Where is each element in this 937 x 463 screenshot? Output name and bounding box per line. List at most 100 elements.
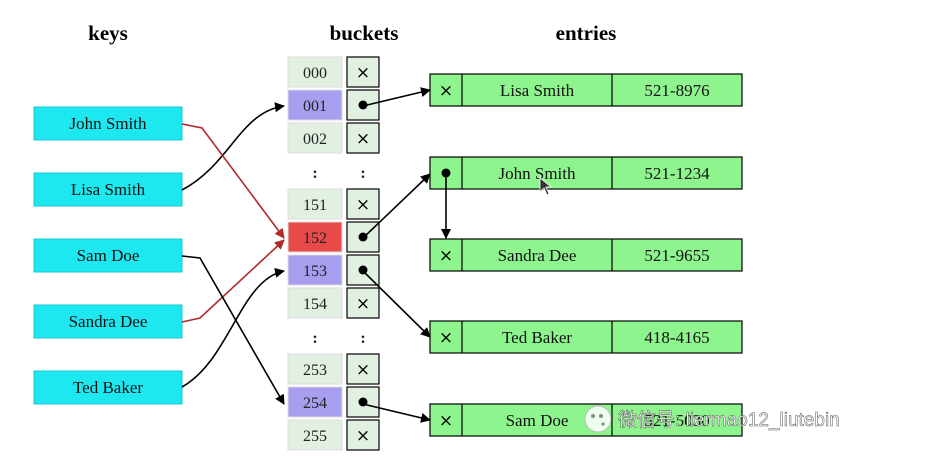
arrow-153-to-ted-baker — [362, 270, 431, 338]
entry-row: × Sandra Dee 521-9655 — [429, 238, 743, 272]
null-x-icon: × — [356, 294, 370, 314]
entry-name: Ted Baker — [502, 328, 572, 347]
entry-box — [429, 156, 743, 190]
bucket-index-label: 154 — [303, 296, 327, 313]
bucket-152: 152 — [287, 221, 380, 253]
mouse-cursor-icon — [539, 177, 553, 196]
arrow-lisa-smith-to-001 — [181, 102, 285, 191]
next-null-x-icon: × — [439, 328, 453, 348]
entry-box — [429, 73, 743, 107]
key-label: Sandra Dee — [69, 312, 148, 331]
null-x-icon: × — [356, 195, 370, 215]
key-label: John Smith — [70, 114, 147, 133]
bucket-index-cell — [287, 89, 343, 121]
entry-name: Sam Doe — [506, 411, 569, 430]
bucket-slot-cell — [346, 188, 380, 220]
bucket-slot-cell — [346, 254, 380, 286]
entry-row: John Smith 521-1234 — [429, 156, 743, 190]
keys-column: John Smith Lisa Smith Sam Doe Sandra Dee… — [33, 106, 183, 405]
bucket-255: 255 × — [287, 419, 380, 451]
bucket-slot-cell — [346, 122, 380, 154]
bucket-253: 253 × — [287, 353, 380, 385]
bucket-000: 000 × — [287, 56, 380, 88]
entry-row: × Ted Baker 418-4165 — [429, 320, 743, 354]
entry-name: John Smith — [499, 164, 576, 183]
entry-phone: 521-8976 — [644, 81, 709, 100]
entry-box — [429, 238, 743, 272]
null-x-icon: × — [356, 426, 370, 446]
bucket-index-label: 002 — [303, 131, 327, 148]
null-x-icon: × — [356, 360, 370, 380]
ellipsis-label: : — [360, 165, 365, 182]
key-sam-doe: Sam Doe — [33, 238, 183, 273]
bucket-index-cell — [287, 353, 343, 385]
key-label: Sam Doe — [77, 246, 140, 265]
bucket-slot-cell — [346, 56, 380, 88]
bucket-001: 001 — [287, 89, 380, 121]
wechat-icon — [584, 405, 612, 433]
bucket-index-cell — [287, 122, 343, 154]
bucket-index-label: 152 — [303, 230, 327, 247]
watermark-text: 微信号: liermao12_liutebin — [618, 409, 840, 431]
bucket-index-cell — [287, 419, 343, 451]
bucket-index-cell — [287, 287, 343, 319]
key-john-smith: John Smith — [33, 106, 183, 141]
bucket-index-label: 000 — [303, 65, 327, 82]
entry-phone: 521-1234 — [644, 164, 710, 183]
bucket-ellipsis: :: — [312, 330, 365, 347]
bucket-slot-cell — [346, 419, 380, 451]
bucket-254: 254 — [287, 386, 380, 418]
next-null-x-icon: × — [439, 246, 453, 266]
bucket-index-cell — [287, 254, 343, 286]
bucket-index-cell — [287, 56, 343, 88]
bucket-index-cell — [287, 221, 343, 253]
arrow-254-to-sam-doe — [362, 403, 431, 423]
header-buckets: buckets — [330, 21, 399, 45]
entry-phone: 521-9655 — [644, 246, 709, 265]
key-label: Lisa Smith — [71, 180, 146, 199]
bucket-index-label: 001 — [303, 98, 327, 115]
key-lisa-smith: Lisa Smith — [33, 172, 183, 207]
next-null-x-icon: × — [439, 411, 453, 431]
header-entries: entries — [556, 21, 617, 45]
ellipsis-label: : — [312, 165, 317, 182]
bucket-index-cell — [287, 188, 343, 220]
arrow-001-to-lisa-smith — [362, 87, 431, 107]
bucket-index-label: 254 — [303, 395, 327, 412]
bucket-index-label: 255 — [303, 428, 327, 445]
bucket-153: 153 — [287, 254, 380, 286]
entry-name: Lisa Smith — [500, 81, 575, 100]
arrow-sandra-dee-to-152 — [181, 239, 285, 323]
entry-row: × Lisa Smith 521-8976 — [429, 73, 743, 107]
arrow-152-to-john-smith — [362, 173, 431, 239]
header-keys: keys — [88, 21, 128, 45]
pointer-arrows — [362, 87, 451, 423]
ellipsis-label: : — [360, 330, 365, 347]
arrow-sam-doe-to-254 — [181, 255, 285, 405]
entry-name: Sandra Dee — [498, 246, 577, 265]
null-x-icon: × — [356, 129, 370, 149]
bucket-ellipsis: :: — [312, 165, 365, 182]
bucket-index-label: 151 — [303, 197, 327, 214]
bucket-002: 002 × — [287, 122, 380, 154]
pointer-dot-icon — [358, 100, 368, 110]
bucket-index-label: 253 — [303, 362, 327, 379]
bucket-slot-cell — [346, 353, 380, 385]
key-ted-baker: Ted Baker — [33, 370, 183, 405]
hash-arrows — [181, 102, 285, 405]
bucket-154: 154 × — [287, 287, 380, 319]
key-sandra-dee: Sandra Dee — [33, 304, 183, 339]
watermark: 微信号: liermao12_liutebin — [584, 405, 840, 433]
next-null-x-icon: × — [439, 81, 453, 101]
bucket-slot-cell — [346, 287, 380, 319]
key-label: Ted Baker — [73, 378, 143, 397]
entry-phone: 418-4165 — [644, 328, 709, 347]
bucket-index-cell — [287, 386, 343, 418]
bucket-151: 151 × — [287, 188, 380, 220]
arrow-ted-baker-to-153 — [181, 267, 285, 388]
null-x-icon: × — [356, 63, 370, 83]
ellipsis-label: : — [312, 330, 317, 347]
